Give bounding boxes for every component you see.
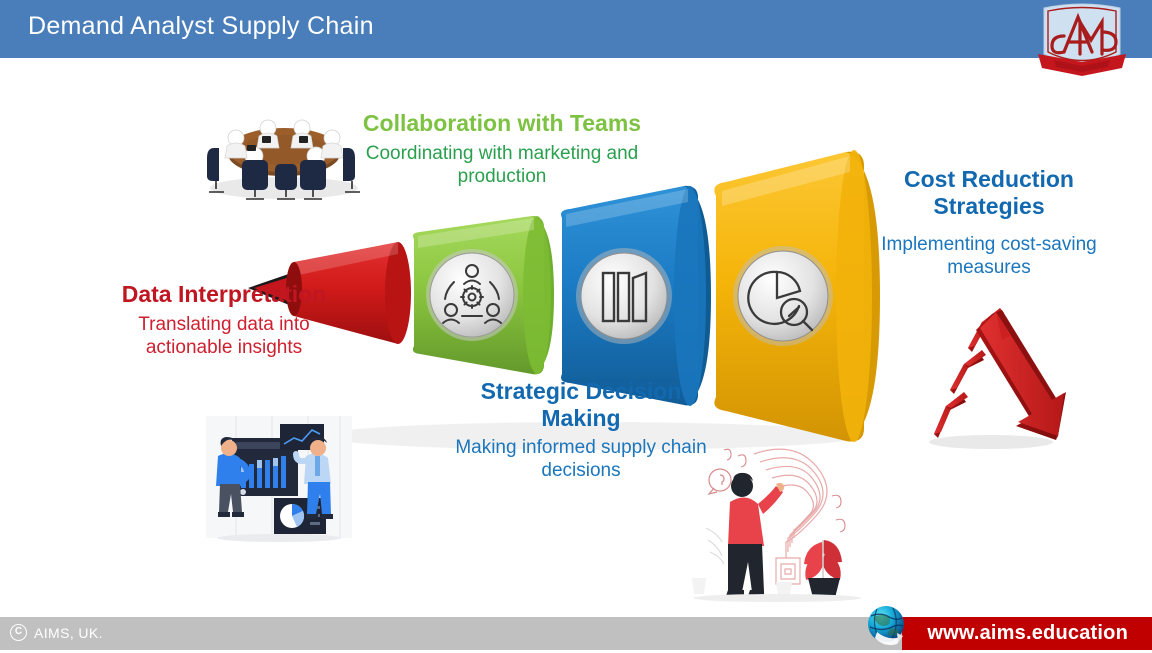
cost-reduction-subtext: Implementing cost-saving measures xyxy=(881,234,1097,279)
collaboration-heading: Collaboration with Teams xyxy=(362,110,642,136)
data-dashboard-illustration xyxy=(196,410,362,552)
data-interpretation-subtext: Translating data into actionable insight… xyxy=(138,314,310,358)
funnel-segment-green xyxy=(412,216,554,375)
cost-reduction-heading: Cost Reduction Strategies xyxy=(904,166,1074,220)
collaboration-subtext: Coordinating with marketing and producti… xyxy=(365,143,639,187)
text-block-strategic-decision-making: Strategic Decision Making Making informe… xyxy=(450,378,712,483)
footer-url-text: www.aims.education xyxy=(927,622,1128,644)
funnel-diagram xyxy=(232,136,892,456)
slide-header: Demand Analyst Supply Chain xyxy=(0,0,1152,58)
team-gear-icon xyxy=(442,264,502,324)
team-meeting-illustration xyxy=(196,104,372,204)
footer-copyright-text: AIMS, UK. xyxy=(34,624,103,641)
copyright-icon: C xyxy=(10,624,27,641)
text-block-cost-reduction: Cost Reduction Strategies Implementing c… xyxy=(880,166,1098,280)
strategic-decision-heading: Strategic Decision Making xyxy=(480,378,682,432)
strategic-decision-subtext: Making informed supply chain decisions xyxy=(455,437,707,482)
declining-arrow-illustration xyxy=(906,300,1076,452)
pie-magnifier-icon xyxy=(747,270,814,332)
question-mark-illustration xyxy=(684,432,870,604)
page-title: Demand Analyst Supply Chain xyxy=(28,12,374,40)
footer-url-bar xyxy=(902,617,1152,650)
data-interpretation-heading: Data Interpretation xyxy=(121,281,327,307)
text-block-data-interpretation: Data Interpretation Translating data int… xyxy=(110,281,338,360)
funnel-segment-yellow xyxy=(714,150,880,442)
funnel-segment-blue xyxy=(561,185,711,406)
aims-logo xyxy=(1034,2,1130,76)
bar-chart-icon xyxy=(601,271,648,323)
funnel-segment-red xyxy=(286,242,411,344)
text-block-collaboration: Collaboration with Teams Coordinating wi… xyxy=(352,110,652,189)
globe-icon xyxy=(863,602,909,648)
footer-copyright: C AIMS, UK. xyxy=(10,624,103,641)
